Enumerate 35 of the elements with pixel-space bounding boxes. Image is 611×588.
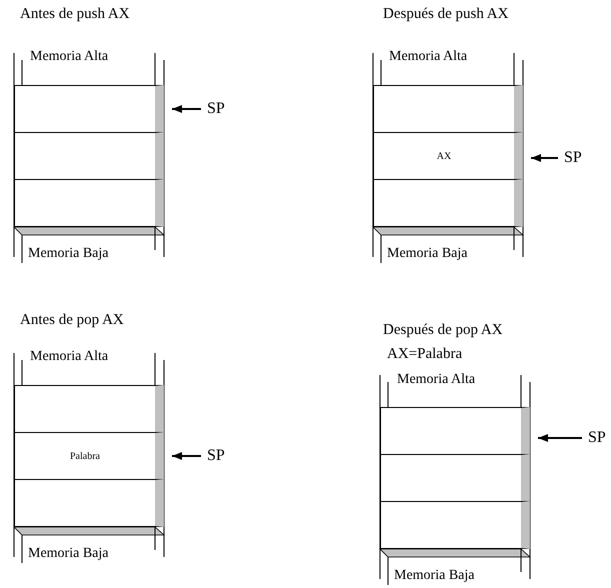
memory-label: Memoria Alta <box>30 349 108 365</box>
arrow <box>172 452 201 460</box>
caption: AX=Palabra <box>387 346 462 362</box>
memory-label: Memoria Baja <box>28 246 108 262</box>
stack-slot <box>380 407 530 455</box>
arrow <box>531 154 558 162</box>
arrow <box>538 434 582 442</box>
stack-slot <box>373 132 523 180</box>
slot-value: Palabra <box>70 450 100 462</box>
caption: Después de pop AX <box>383 322 503 338</box>
stack-slot <box>14 432 164 480</box>
memory-label: Memoria Baja <box>394 568 474 584</box>
stack-slot <box>373 85 523 133</box>
stack-slot <box>373 179 523 227</box>
caption: Antes de push AX <box>20 6 130 22</box>
slot-value: AX <box>436 150 452 162</box>
caption: Antes de pop AX <box>20 312 124 328</box>
pointer-label: SP <box>588 429 606 447</box>
stack-slot <box>14 85 164 133</box>
stack-slot <box>14 179 164 227</box>
caption: Después de push AX <box>383 6 508 22</box>
memory-label: Memoria Alta <box>397 372 476 388</box>
memory-label: Memoria Baja <box>28 546 108 562</box>
pointer-label: SP <box>207 447 225 465</box>
stack-slot <box>14 479 164 527</box>
stack-slot <box>14 132 164 180</box>
stack-slot <box>380 454 530 502</box>
memory-label: Memoria Baja <box>387 246 468 262</box>
memory-label: Memoria Alta <box>30 49 108 65</box>
memory-label: Memoria Alta <box>389 49 468 65</box>
pointer-label: SP <box>207 100 225 118</box>
pointer-label: SP <box>564 149 582 167</box>
stack-slot <box>14 385 164 433</box>
stack-slot <box>380 501 530 549</box>
arrow <box>172 105 201 113</box>
